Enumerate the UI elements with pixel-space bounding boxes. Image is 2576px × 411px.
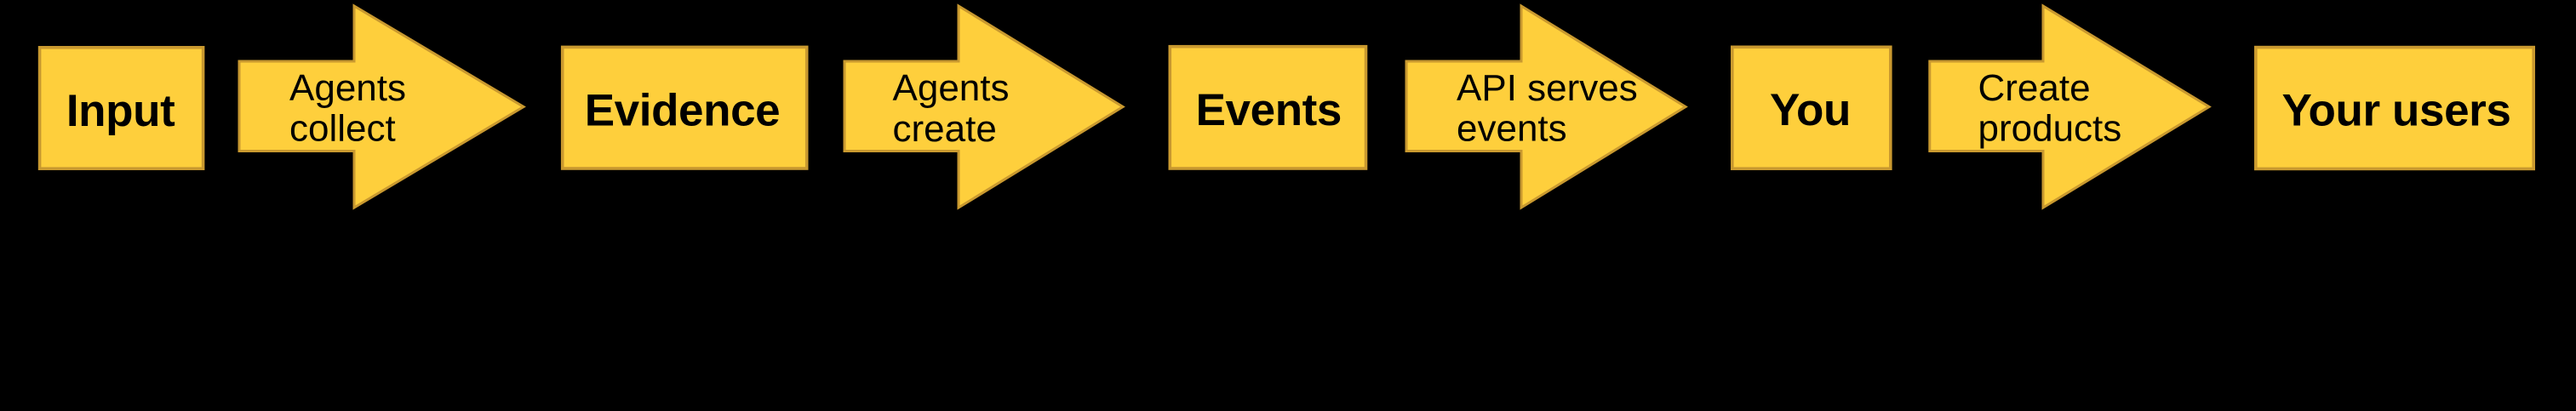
svg-text:create: create: [893, 108, 997, 150]
svg-text:Agents: Agents: [893, 67, 1010, 109]
svg-text:Create: Create: [1978, 67, 2091, 109]
svg-text:Agents: Agents: [289, 67, 406, 109]
svg-text:Evidence: Evidence: [585, 85, 781, 135]
svg-text:API serves: API serves: [1457, 67, 1638, 109]
svg-text:You: You: [1770, 85, 1851, 135]
svg-text:Input: Input: [66, 86, 175, 136]
svg-text:Your users: Your users: [2282, 86, 2511, 136]
svg-text:events: events: [1457, 108, 1567, 150]
svg-text:collect: collect: [289, 108, 396, 150]
svg-text:Events: Events: [1196, 85, 1342, 135]
svg-text:products: products: [1978, 108, 2122, 150]
